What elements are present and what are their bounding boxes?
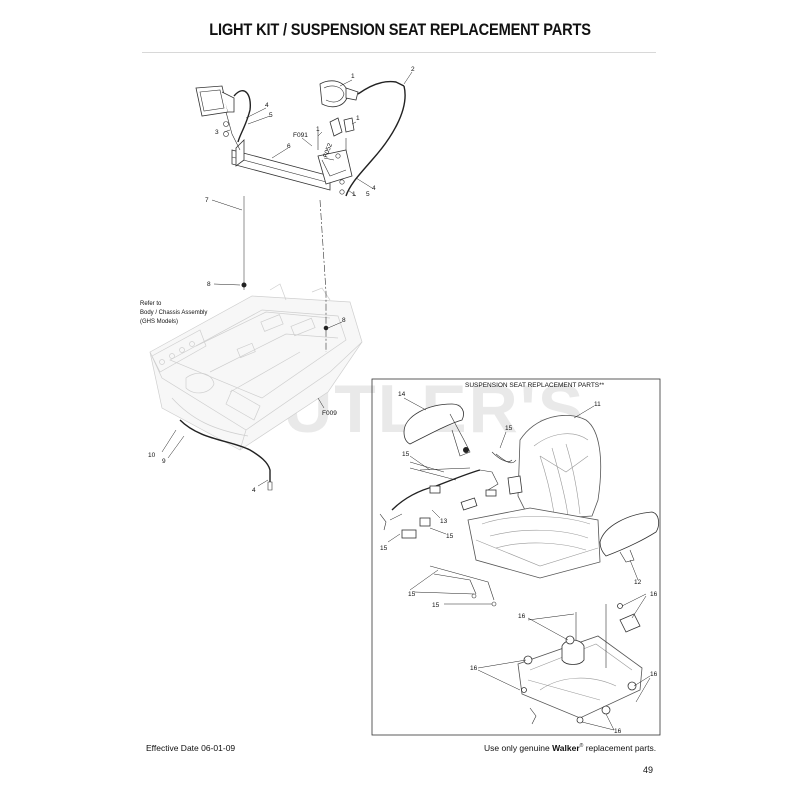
- callout-15: 15: [402, 451, 410, 458]
- callout-1: 1: [351, 73, 355, 80]
- callout-9: 9: [162, 458, 166, 465]
- page-number: 49: [643, 765, 654, 775]
- genuine-parts-note: Use only genuine Walker® replacement par…: [484, 743, 657, 753]
- inset-title: SUSPENSION SEAT REPLACEMENT PARTS**: [465, 382, 605, 389]
- callout-5: 5: [269, 112, 273, 119]
- callout-15: 15: [446, 533, 454, 540]
- callout-1: 1: [316, 126, 320, 133]
- callout-4: 4: [252, 487, 256, 494]
- callout-15: 15: [380, 545, 388, 552]
- callout-3: 3: [215, 129, 219, 136]
- callout-1: 1: [352, 191, 356, 198]
- callout-8: 8: [342, 317, 346, 324]
- callout-15: 15: [408, 591, 416, 598]
- callout-2: 2: [411, 66, 415, 73]
- callout-1: 1: [356, 115, 360, 122]
- light-kit-leaders: [161, 71, 413, 487]
- callout-f091: F091: [293, 132, 308, 139]
- callout-15: 15: [432, 602, 440, 609]
- callout-4: 4: [265, 102, 269, 109]
- callout-f009: F009: [322, 410, 337, 417]
- callout-7: 7: [205, 197, 209, 204]
- callout-16: 16: [518, 613, 526, 620]
- callout-16: 16: [650, 671, 658, 678]
- title-divider: [142, 52, 656, 53]
- callout-f052: F052: [322, 142, 334, 159]
- callout-11: 11: [594, 401, 601, 408]
- inset-border: [371, 378, 661, 736]
- svg-text:Body / Chassis Assembly: Body / Chassis Assembly: [140, 310, 207, 316]
- svg-text:(GHS Models): (GHS Models): [140, 319, 178, 325]
- seat-inset-panel: SUSPENSION SEAT REPLACEMENT PARTS**: [371, 378, 661, 736]
- callout-12: 12: [634, 579, 642, 586]
- callout-16: 16: [614, 728, 622, 735]
- callout-13: 13: [440, 518, 448, 525]
- light-kit-diagram: [179, 80, 406, 491]
- callout-10: 10: [148, 452, 156, 459]
- seat-inset-callouts: 11 12 13 14 15 15 15 15 15 15 16 16 16 1…: [380, 391, 658, 735]
- callout-15: 15: [505, 425, 513, 432]
- effective-date: Effective Date 06-01-09: [146, 743, 236, 753]
- callout-4: 4: [372, 185, 376, 192]
- callout-14: 14: [398, 391, 406, 398]
- callout-5: 5: [366, 191, 370, 198]
- callout-6: 6: [287, 143, 291, 150]
- callout-16: 16: [650, 591, 658, 598]
- callout-16: 16: [470, 665, 478, 672]
- svg-text:Refer to: Refer to: [140, 301, 162, 307]
- brand-name: Walker: [552, 743, 580, 753]
- seat-inset-leaders: [387, 397, 651, 731]
- light-kit-callouts: 1 2 3 4 5 6 7 8 8 1 1 4 1 5 F091 F052 F0…: [148, 66, 415, 494]
- refer-note: Refer to Body / Chassis Assembly (GHS Mo…: [140, 301, 207, 325]
- callout-8: 8: [207, 281, 211, 288]
- page-title: LIGHT KIT / SUSPENSION SEAT REPLACEMENT …: [209, 20, 591, 39]
- chassis-body-illustration: [149, 283, 363, 451]
